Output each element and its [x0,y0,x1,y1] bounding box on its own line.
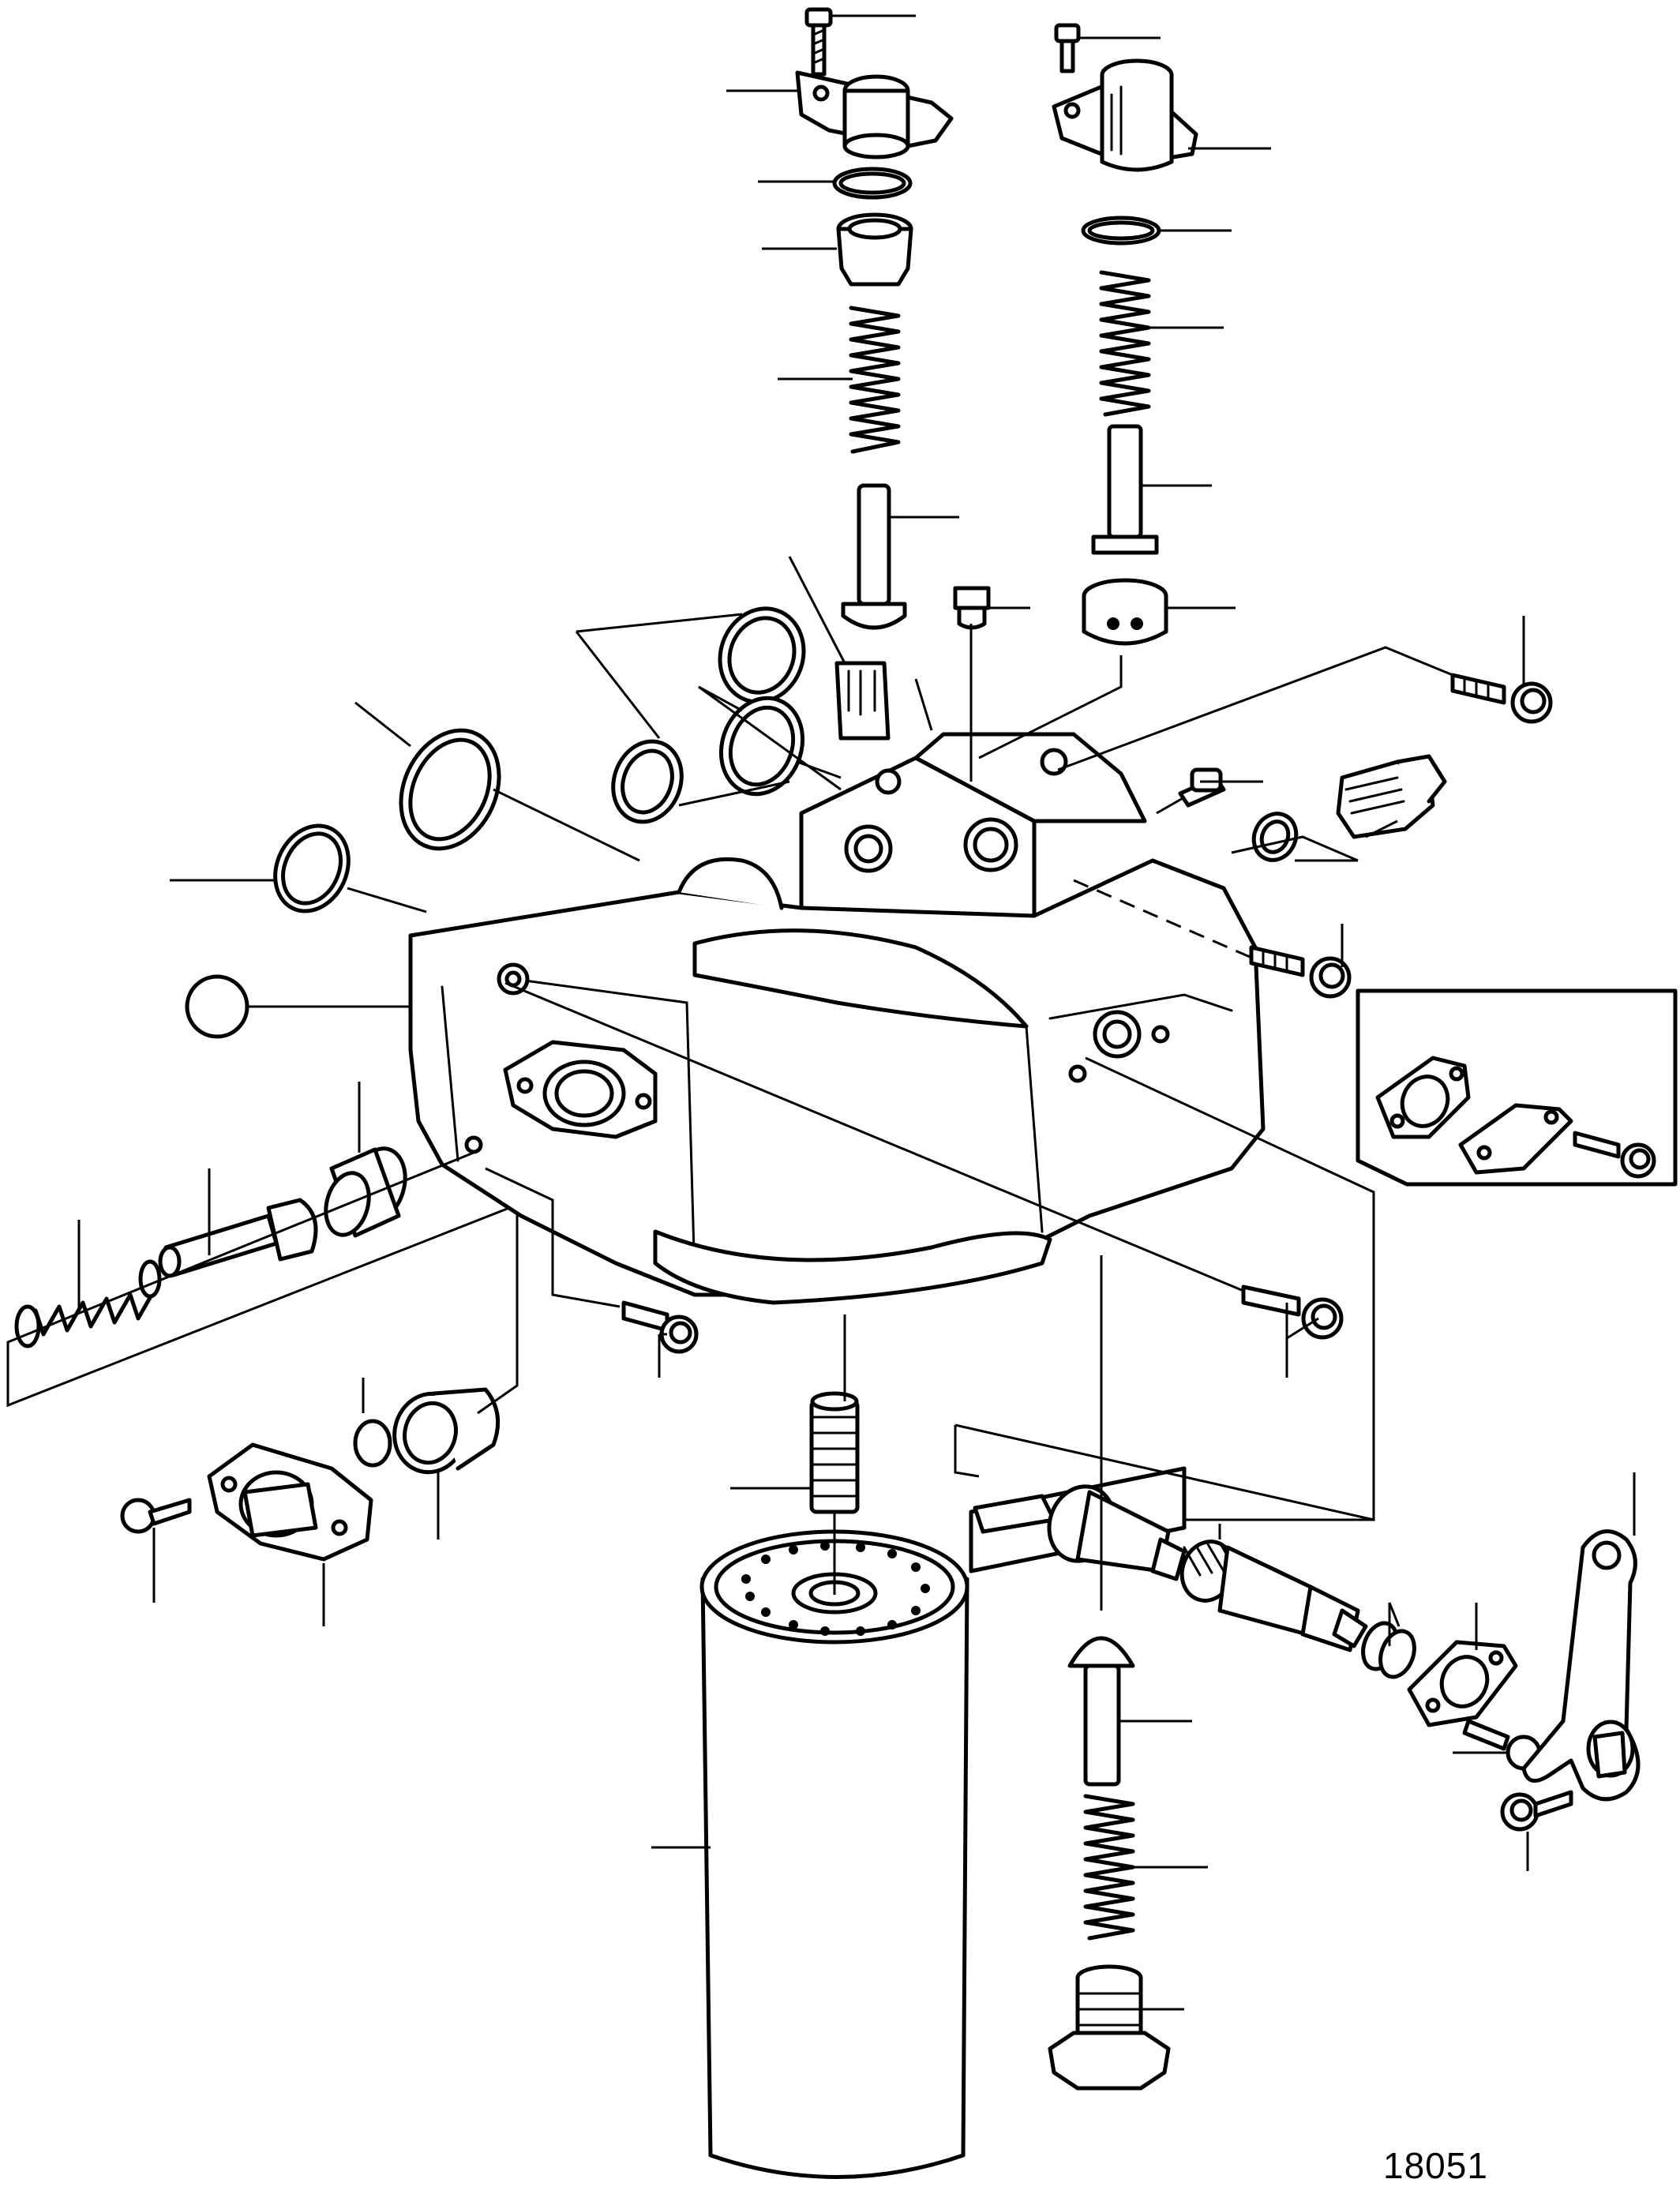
plug-right [1178,767,1226,808]
right-valve-stack [1052,23,1198,646]
cover-plate-inset [1356,988,1678,1187]
valve-seat-bottom [392,1387,501,1475]
o-ring-4 [399,728,501,851]
left-bypass-assembly [14,1146,1344,1354]
oil-filter-housing [408,732,1266,1305]
flange-screw-inset [1573,1131,1656,1179]
valve-piston-left [841,483,907,630]
valve-spring-left [14,1259,162,1348]
bottom-right-assembly [969,1466,1641,1832]
nipple [809,1391,860,1514]
blank-cover-plate [1458,1103,1573,1175]
flange-screw-top-left [804,7,833,77]
flange-screw-right-2 [1249,945,1352,999]
drain-piston [1067,1636,1135,1787]
flange-screw-bottom-right [1241,1285,1344,1340]
valve-piston-right [1091,424,1159,555]
thermostat-valve-cover-top [1052,58,1198,172]
sleeve-side [324,1146,407,1238]
washer-right [1251,812,1299,862]
o-ring-3 [611,739,684,824]
flange-screw-top-right [1054,23,1081,73]
bracket [1521,1529,1641,1802]
o-ring-bottom-left [353,1419,392,1468]
o-ring-cluster [185,606,806,1039]
valve-spring-top-right [1099,270,1151,417]
sleeve-insert [834,661,891,741]
o-ring-top-right [1081,216,1161,246]
o-ring-1 [718,606,806,704]
shaft-assembly [973,1484,1368,1652]
drain-plug [1048,1964,1171,2091]
valve-seat-right [1082,578,1168,646]
union-right [1336,754,1447,839]
bypass-valve-cover-bottom [120,1387,501,1562]
bypass-valve-cover-top [795,70,954,159]
gasket-plate [1375,1056,1471,1139]
o-ring-5 [273,823,351,913]
plug-top [953,586,991,630]
flange-screw-right-1 [1450,673,1553,724]
figure-number: 18051 [1383,2145,1488,2186]
oil-filter-cartridge [699,1391,969,2179]
valve-seat-left [836,212,913,287]
flange-screw-bottom-left [621,1300,699,1354]
flange-screw-bracket [1500,1790,1573,1832]
ball [185,974,249,1039]
o-ring-top-left [832,167,913,200]
cover-bottom-left [207,1442,373,1562]
left-valve-stack [795,7,954,741]
valve-piston-side [158,1198,318,1278]
filter-holes [741,1541,930,1636]
valve-spring-top-left [849,306,901,454]
drain-valve-assembly [1048,1636,1171,2091]
flange-screw-bottom-cover [120,1498,192,1534]
drain-spring [1083,1794,1135,1941]
shaft-cover-plate [1407,1640,1518,1727]
leader-lines [6,14,1636,2011]
